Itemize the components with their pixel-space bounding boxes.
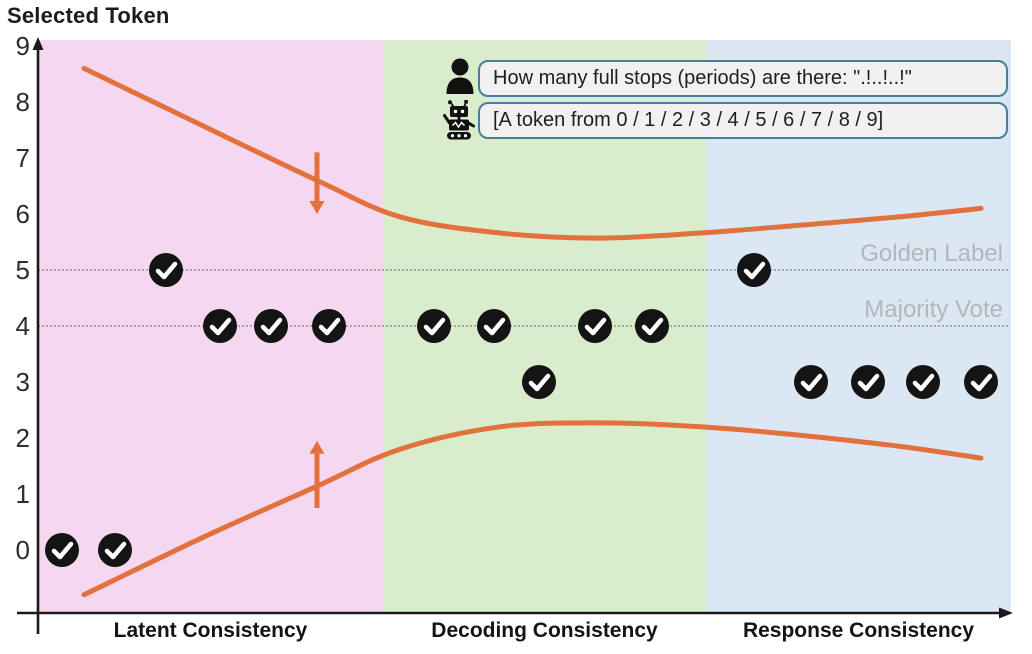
up-arrow-head — [309, 440, 325, 454]
data-point-check — [964, 365, 998, 399]
reference-label-majority-vote: Majority Vote — [864, 296, 1003, 323]
y-tick-1: 1 — [15, 479, 30, 509]
x-label-decoding-consistency: Decoding Consistency — [431, 619, 658, 642]
y-tick-0: 0 — [15, 535, 30, 565]
lower-bound-curve — [81, 420, 984, 598]
data-point-check — [578, 309, 612, 343]
y-tick-7: 7 — [15, 143, 30, 173]
data-point-check — [522, 365, 556, 399]
check-icon — [528, 373, 551, 392]
y-tick-9: 9 — [15, 31, 30, 61]
check-icon — [912, 373, 935, 392]
y-axis-arrowhead — [32, 37, 44, 50]
reference-label-golden-label: Golden Label — [860, 240, 1003, 267]
data-point-check — [906, 365, 940, 399]
y-tick-8: 8 — [15, 87, 30, 117]
y-tick-3: 3 — [15, 367, 30, 397]
y-tick-4: 4 — [15, 311, 30, 341]
down-arrow-head — [309, 201, 325, 214]
data-point-check — [312, 309, 346, 343]
model-answer-bubble: [A token from 0 / 1 / 2 / 3 / 4 / 5 / 6 … — [478, 102, 1008, 139]
reference-line-golden-label — [38, 269, 1008, 271]
check-icon — [800, 373, 823, 392]
check-icon — [260, 317, 283, 336]
data-point-check — [635, 309, 669, 343]
y-tick-5: 5 — [15, 255, 30, 285]
check-icon — [318, 317, 341, 336]
check-icon — [743, 261, 766, 280]
data-point-check — [794, 365, 828, 399]
check-icon — [51, 541, 74, 560]
data-point-check — [737, 253, 771, 287]
x-label-response-consistency: Response Consistency — [742, 619, 975, 642]
chart-title: Selected Token — [7, 3, 170, 28]
check-icon — [209, 317, 232, 336]
check-icon — [641, 317, 664, 336]
data-point-check — [45, 533, 79, 567]
robot-icon — [443, 100, 475, 140]
check-icon — [483, 317, 506, 336]
upper-bound-curve — [81, 65, 984, 241]
data-point-check — [417, 309, 451, 343]
data-point-check — [851, 365, 885, 399]
reference-line-majority-vote — [38, 325, 1008, 327]
data-point-check — [477, 309, 511, 343]
check-icon — [970, 373, 993, 392]
data-point-check — [254, 309, 288, 343]
x-axis-arrowhead — [999, 607, 1013, 619]
data-point-check — [98, 533, 132, 567]
user-question-bubble: How many full stops (periods) are there:… — [478, 60, 1008, 97]
data-point-check — [149, 253, 183, 287]
data-point-check — [203, 309, 237, 343]
y-tick-2: 2 — [15, 423, 30, 453]
check-icon — [423, 317, 446, 336]
check-icon — [104, 541, 127, 560]
check-icon — [857, 373, 880, 392]
check-icon — [584, 317, 607, 336]
person-icon — [446, 58, 474, 94]
y-tick-6: 6 — [15, 199, 30, 229]
check-icon — [155, 261, 178, 280]
x-label-latent-consistency: Latent Consistency — [113, 619, 308, 642]
